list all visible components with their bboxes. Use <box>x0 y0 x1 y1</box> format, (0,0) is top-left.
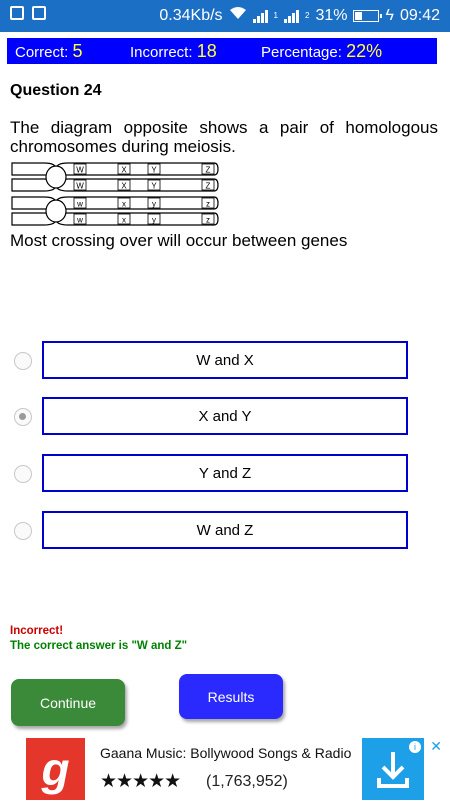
close-icon[interactable]: ✕ <box>430 738 442 754</box>
gene-box <box>73 213 87 225</box>
chromosome-pair-upper: W X Y Z W X Y Z <box>11 162 219 192</box>
battery-icon <box>353 9 383 22</box>
gene-label: z <box>206 200 210 209</box>
feedback-result: Incorrect! <box>10 625 64 637</box>
rating-count: (1,763,952) <box>206 773 288 790</box>
gene-box <box>117 163 131 175</box>
gene-box <box>73 179 87 191</box>
gene-box <box>147 163 161 175</box>
gene-box <box>201 179 215 191</box>
gene-box <box>201 213 215 225</box>
gene-label: x <box>122 216 126 225</box>
percentage-label: Percentage: <box>261 44 342 61</box>
correct-value: 5 <box>72 41 83 61</box>
correct-label: Correct: <box>15 44 69 61</box>
option-2[interactable]: X and Y <box>0 397 450 437</box>
option-radio[interactable] <box>14 408 32 426</box>
question-prompt: Most crossing over will occur between ge… <box>10 231 348 250</box>
gene-label: w <box>76 216 83 225</box>
option-4[interactable]: W and Z <box>0 511 450 551</box>
charging-icon: ϟ <box>385 6 394 24</box>
ad-banner[interactable]: g Gaana Music: Bollywood Songs & Radio ★… <box>0 738 450 800</box>
option-1[interactable]: W and X <box>0 341 450 381</box>
option-3[interactable]: Y and Z <box>0 454 450 494</box>
gene-box <box>201 197 215 209</box>
incorrect-score: Incorrect: 18 <box>130 41 217 62</box>
gene-box <box>117 213 131 225</box>
download-notification-icon <box>32 6 46 20</box>
gene-label: Z <box>206 166 211 175</box>
chromosome-pair-lower: w x y z w x y z <box>11 196 219 226</box>
option-button[interactable]: W and Z <box>42 511 408 549</box>
gallery-icon <box>10 6 24 20</box>
gene-label: x <box>122 200 126 209</box>
status-bar: 0.34Kb/s 1 2 31% ϟ 09:42 <box>0 0 450 32</box>
score-bar: Correct: 5 Incorrect: 18 Percentage: 22% <box>7 38 437 64</box>
option-radio[interactable] <box>14 352 32 370</box>
results-button[interactable]: Results <box>179 674 283 719</box>
gene-box <box>117 197 131 209</box>
gene-label: y <box>152 216 156 225</box>
wifi-icon <box>229 6 247 25</box>
gaana-logo[interactable]: g <box>26 738 85 800</box>
question-title: Question 24 <box>10 82 102 99</box>
option-radio[interactable] <box>14 522 32 540</box>
battery-percent: 31% <box>315 6 348 24</box>
option-button[interactable]: W and X <box>42 341 408 379</box>
chromosome-diagram: W X Y Z W X Y Z w x y z w x y z <box>11 162 219 226</box>
option-button[interactable]: Y and Z <box>42 454 408 492</box>
gene-label: X <box>121 182 127 191</box>
battery-level-fill <box>355 11 363 20</box>
question-text: The diagram opposite shows a pair of hom… <box>10 118 438 156</box>
option-button[interactable]: X and Y <box>42 397 408 435</box>
signal-sim2-icon <box>284 9 299 23</box>
gene-label: y <box>152 200 156 209</box>
gene-label: W <box>76 166 84 175</box>
gene-box <box>201 163 215 175</box>
clock: 09:42 <box>399 6 440 24</box>
ad-app-title[interactable]: Gaana Music: Bollywood Songs & Radio <box>100 745 352 761</box>
gene-box <box>147 179 161 191</box>
gene-label: z <box>206 216 210 225</box>
network-speed: 0.34Kb/s <box>159 6 223 24</box>
percentage-value: 22% <box>346 41 383 61</box>
gene-label: W <box>76 182 84 191</box>
sim2-label: 2 <box>305 11 310 20</box>
gene-box <box>117 179 131 191</box>
rating-stars: ★★★★★ <box>100 771 181 792</box>
gene-box <box>73 197 87 209</box>
correct-score: Correct: 5 <box>15 41 83 62</box>
gene-box <box>147 213 161 225</box>
info-icon[interactable]: i <box>408 740 422 754</box>
gene-label: X <box>121 166 127 175</box>
gene-box <box>147 197 161 209</box>
gene-label: Z <box>206 182 211 191</box>
incorrect-label: Incorrect: <box>130 44 193 61</box>
gene-label: w <box>76 200 83 209</box>
signal-sim1-icon <box>252 9 268 23</box>
gene-label: Y <box>151 182 157 191</box>
sim1-label: 1 <box>273 11 278 20</box>
percentage-score: Percentage: 22% <box>261 41 382 62</box>
continue-button[interactable]: Continue <box>11 679 125 726</box>
gene-label: Y <box>151 166 157 175</box>
option-radio[interactable] <box>14 465 32 483</box>
gene-box <box>73 163 87 175</box>
incorrect-value: 18 <box>196 41 217 61</box>
feedback-correct-answer: The correct answer is "W and Z" <box>10 640 188 652</box>
